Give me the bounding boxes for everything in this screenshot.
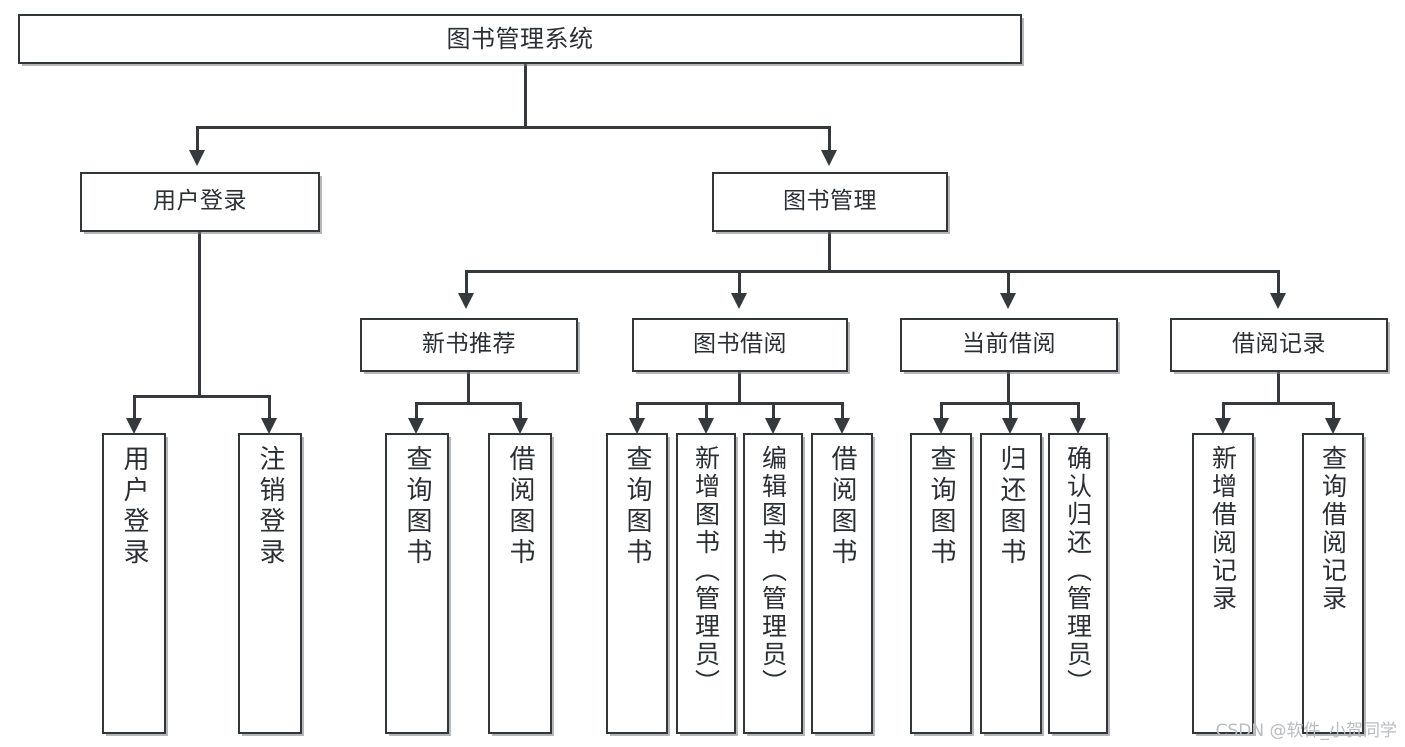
connector-br-to-leaf-0 <box>1222 402 1225 423</box>
connector-bb-to-leaf-2 <box>772 402 775 423</box>
node-label: 图书借阅 <box>693 331 787 358</box>
leaf-borrow-record-add-record[interactable]: 新增借阅记录 <box>1192 433 1254 734</box>
connector-book-borrow-stem <box>738 372 741 404</box>
node-label: 归还图书 <box>996 445 1026 569</box>
arrow-bb-to-leaf-1 <box>698 418 714 434</box>
arrow-cb-to-leaf-1 <box>1002 418 1018 434</box>
leaf-book-borrow-query-book[interactable]: 查询图书 <box>606 433 668 734</box>
connector-bb-to-leaf-3 <box>841 402 844 423</box>
leaf-current-borrow-query-book[interactable]: 查询图书 <box>910 433 972 734</box>
arrow-root-to-user-login <box>189 150 205 166</box>
connector-new-book-rec-stem <box>467 372 470 404</box>
connector-nbr-to-leaf-0 <box>415 402 418 423</box>
leaf-new-book-rec-query-book[interactable]: 查询图书 <box>385 433 449 734</box>
node-label: 查询借阅记录 <box>1318 445 1348 613</box>
arrow-bm-to-new-book-rec <box>458 293 474 309</box>
connector-cb-to-leaf-1 <box>1009 402 1012 423</box>
connector-borrow-record-bus <box>1222 402 1335 405</box>
connector-user-login-bus <box>133 395 270 398</box>
arrow-nbr-to-leaf-1 <box>512 418 528 434</box>
connector-book-management-bus <box>465 270 1280 273</box>
connector-cb-to-leaf-0 <box>940 402 943 423</box>
connector-root-bus <box>196 126 831 129</box>
node-book-management[interactable]: 图书管理 <box>712 172 948 232</box>
node-borrow-record[interactable]: 借阅记录 <box>1170 318 1388 372</box>
connector-user-login-stem <box>198 232 201 397</box>
connector-new-book-rec-bus <box>415 402 522 405</box>
node-label: 新增借阅记录 <box>1208 445 1238 613</box>
connector-book-management-stem <box>828 232 831 272</box>
leaf-borrow-record-query-record[interactable]: 查询借阅记录 <box>1302 433 1364 734</box>
arrow-bb-to-leaf-3 <box>834 418 850 434</box>
node-label: 查询图书 <box>622 445 652 569</box>
node-label: 借阅图书 <box>505 445 535 569</box>
node-label: 新书推荐 <box>422 331 516 358</box>
leaf-new-book-rec-borrow-book[interactable]: 借阅图书 <box>488 433 552 734</box>
node-label: 确认归还（管理员） <box>1063 445 1093 697</box>
node-new-book-recommendation[interactable]: 新书推荐 <box>360 318 578 372</box>
connector-current-borrow-stem <box>1007 372 1010 404</box>
node-book-borrow[interactable]: 图书借阅 <box>632 318 848 372</box>
connector-user-login-to-leaf-0 <box>133 395 136 423</box>
arrow-br-to-leaf-0 <box>1215 418 1231 434</box>
node-label: 用户登录 <box>119 445 149 569</box>
connector-bb-to-leaf-1 <box>705 402 708 423</box>
leaf-user-login-login[interactable]: 用户登录 <box>102 433 166 734</box>
connector-root-to-book-management <box>828 126 831 153</box>
node-label: 查询图书 <box>402 445 432 569</box>
leaf-book-borrow-edit-book-admin[interactable]: 编辑图书（管理员） <box>743 433 803 734</box>
arrow-bm-to-borrow-record <box>1270 293 1286 309</box>
node-root-book-management-system[interactable]: 图书管理系统 <box>18 14 1022 64</box>
leaf-book-borrow-borrow-book[interactable]: 借阅图书 <box>811 433 873 734</box>
connector-bb-to-leaf-0 <box>636 402 639 423</box>
connector-bm-to-new-book-rec <box>465 270 468 298</box>
arrow-bb-to-leaf-0 <box>629 418 645 434</box>
node-label: 注销登录 <box>255 445 285 569</box>
node-label: 当前借阅 <box>962 331 1056 358</box>
node-label: 查询图书 <box>926 445 956 569</box>
node-label: 借阅记录 <box>1232 331 1326 358</box>
connector-nbr-to-leaf-1 <box>519 402 522 423</box>
node-label: 编辑图书（管理员） <box>758 445 788 697</box>
connector-bm-to-book-borrow <box>738 270 741 298</box>
connector-root-to-user-login <box>196 126 199 153</box>
arrow-nbr-to-leaf-0 <box>408 418 424 434</box>
connector-cb-to-leaf-2 <box>1077 402 1080 423</box>
connector-borrow-record-stem <box>1277 372 1280 404</box>
arrow-user-login-to-leaf-1 <box>261 418 277 434</box>
arrow-bb-to-leaf-2 <box>765 418 781 434</box>
leaf-current-borrow-return-book[interactable]: 归还图书 <box>980 433 1042 734</box>
node-user-login[interactable]: 用户登录 <box>80 172 320 232</box>
connector-bm-to-borrow-record <box>1277 270 1280 298</box>
arrow-bm-to-current-borrow <box>1000 293 1016 309</box>
arrow-user-login-to-leaf-0 <box>126 418 142 434</box>
node-label: 借阅图书 <box>827 445 857 569</box>
arrow-root-to-book-management <box>821 150 837 166</box>
connector-br-to-leaf-1 <box>1332 402 1335 423</box>
node-current-borrow[interactable]: 当前借阅 <box>900 318 1118 372</box>
connector-bm-to-current-borrow <box>1007 270 1010 298</box>
leaf-user-login-logout[interactable]: 注销登录 <box>238 433 302 734</box>
arrow-cb-to-leaf-2 <box>1070 418 1086 434</box>
csdn-watermark: CSDN @软件_小贺同学 <box>1215 721 1397 741</box>
connector-user-login-to-leaf-1 <box>268 395 271 423</box>
node-label: 图书管理 <box>783 188 877 215</box>
node-label: 新增图书（管理员） <box>691 445 721 697</box>
node-label: 图书管理系统 <box>446 24 594 53</box>
node-label: 用户登录 <box>153 188 247 215</box>
leaf-current-borrow-confirm-return-admin[interactable]: 确认归还（管理员） <box>1048 433 1108 734</box>
leaf-book-borrow-add-book-admin[interactable]: 新增图书（管理员） <box>676 433 736 734</box>
arrow-bm-to-book-borrow <box>731 293 747 309</box>
arrow-br-to-leaf-1 <box>1325 418 1341 434</box>
connector-root-stem <box>524 64 527 128</box>
connector-book-borrow-bus <box>636 402 844 405</box>
arrow-cb-to-leaf-0 <box>933 418 949 434</box>
